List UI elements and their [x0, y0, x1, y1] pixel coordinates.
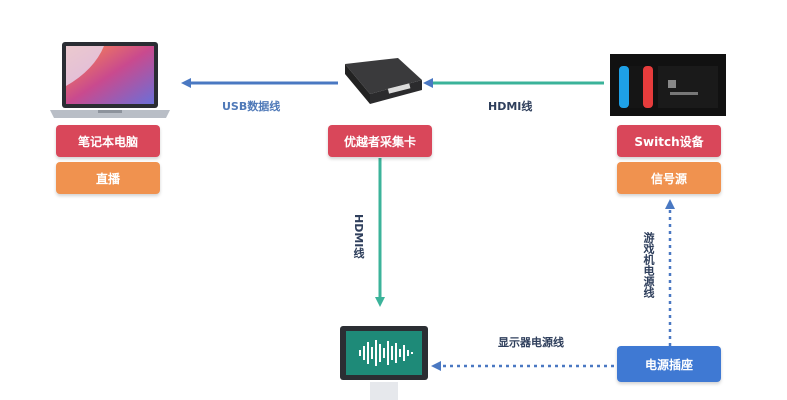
monitor-power-caption: 显示器电源线: [498, 336, 564, 349]
capture-card-label: 优越者采集卡: [328, 125, 432, 157]
laptop-device: [50, 42, 170, 118]
game-power-caption: 游戏机电源线: [642, 232, 655, 298]
switch-device: [610, 54, 726, 116]
live-stream-label: 直播: [56, 162, 160, 194]
hdmi-top-caption: HDMI线: [488, 100, 533, 113]
laptop-label: 笔记本电脑: [56, 125, 160, 157]
monitor-device: [340, 326, 428, 400]
power-socket-label: 电源插座: [617, 346, 721, 382]
capture-card-device: [345, 58, 422, 104]
signal-source-label: 信号源: [617, 162, 721, 194]
switch-label: Switch设备: [617, 125, 721, 157]
usb-cable-caption: USB数据线: [222, 100, 281, 113]
hdmi-down-caption: HDMI线: [352, 214, 365, 259]
